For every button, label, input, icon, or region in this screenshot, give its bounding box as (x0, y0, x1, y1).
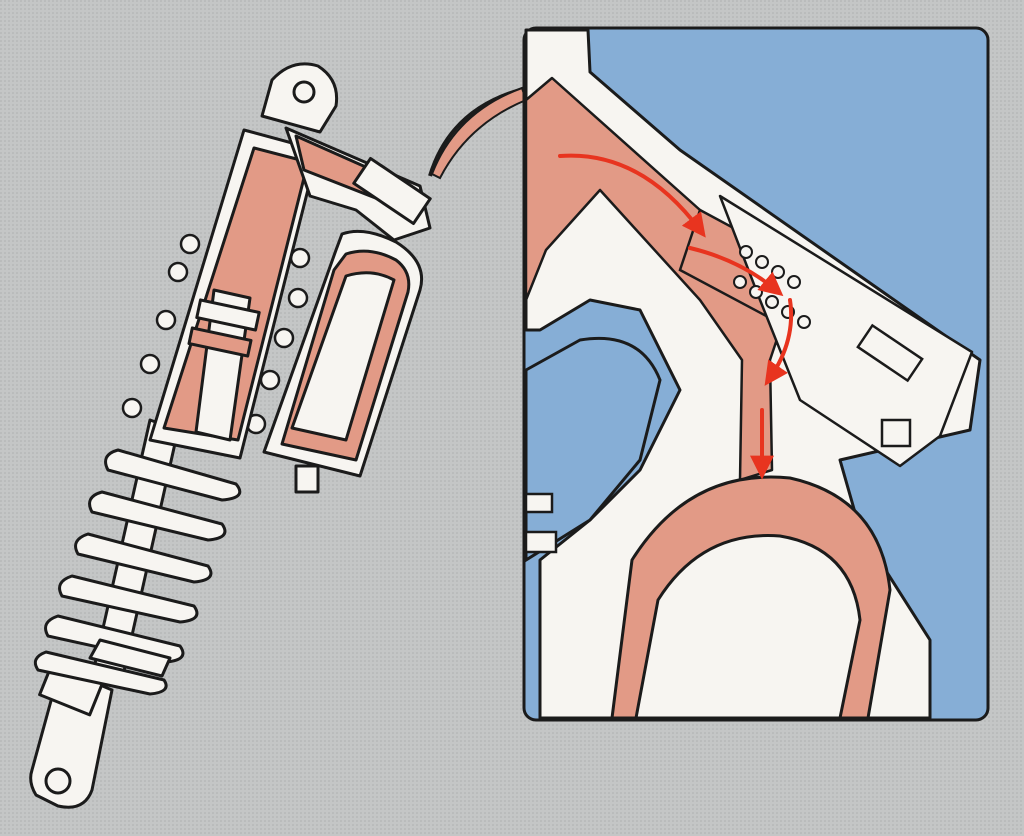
flow-arrow-outlet (764, 298, 794, 386)
reservoir (262, 229, 423, 494)
spring-collar-edge (524, 492, 558, 554)
oil-flow-arrows (558, 153, 794, 480)
flow-arrow-through-valve (688, 246, 784, 297)
top-eye-mount (260, 62, 339, 134)
reservoir-top (610, 475, 892, 720)
bridge-passage (284, 126, 432, 242)
spring-seat (88, 638, 172, 678)
inset-blue-cutout (524, 336, 662, 563)
magnified-inset (522, 26, 990, 722)
shock-absorber (29, 62, 432, 809)
bottom-eye-mount (29, 661, 114, 809)
flow-arrow-inlet (558, 153, 706, 238)
coil-spring (33, 448, 242, 696)
spring-adjuster-knobs (121, 233, 311, 435)
